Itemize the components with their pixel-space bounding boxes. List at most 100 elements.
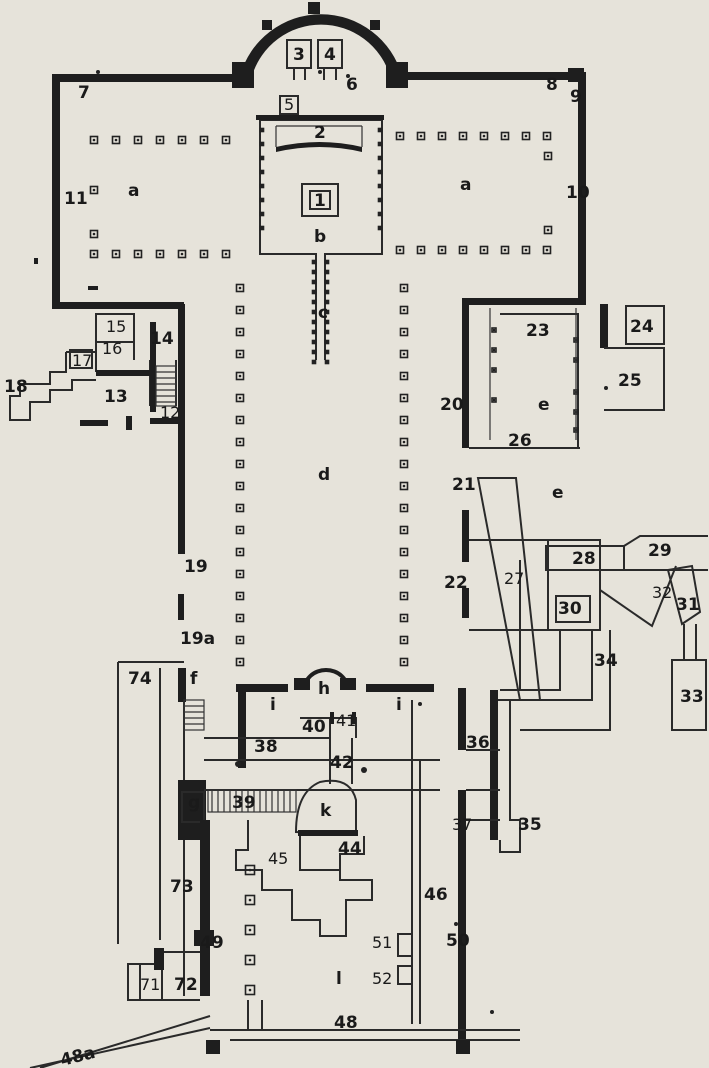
label-46: 46: [424, 885, 448, 905]
aisle-c-columns: [259, 127, 383, 365]
column-marker: [324, 319, 330, 325]
column-marker: [311, 349, 317, 355]
label-17: 17: [72, 351, 92, 370]
column-marker: [324, 299, 330, 305]
column-marker: [399, 393, 409, 403]
column-marker: [491, 397, 497, 403]
column-marker-dot: [224, 138, 228, 142]
label-8: 8: [546, 75, 558, 95]
column-marker: [437, 245, 447, 255]
column-marker-dot: [402, 396, 406, 400]
label-k: k: [320, 801, 332, 821]
passage-39: [207, 789, 297, 813]
column-marker-dot: [248, 868, 252, 872]
column-marker: [399, 569, 409, 579]
column-marker-dot: [325, 280, 329, 284]
column-marker: [111, 249, 121, 259]
column-marker-dot: [325, 350, 329, 354]
apse-chambers: [279, 39, 350, 115]
column-marker: [259, 211, 265, 217]
column-marker-dot: [158, 138, 162, 142]
label-52: 52: [372, 969, 392, 988]
column-marker-dot: [136, 252, 140, 256]
label-a-left: a: [128, 181, 139, 201]
label-a-right: a: [460, 175, 471, 195]
label-e-lower: e: [552, 483, 564, 503]
column-marker: [399, 349, 409, 359]
column-marker-dot: [238, 660, 242, 664]
label-20: 20: [440, 395, 464, 415]
label-48a: 48a: [58, 1043, 97, 1068]
column-marker-dot: [524, 134, 528, 138]
column-marker: [399, 525, 409, 535]
column-marker-dot: [312, 310, 316, 314]
column-marker-dot: [238, 286, 242, 290]
column-marker: [133, 249, 143, 259]
label-38: 38: [254, 737, 278, 757]
column-marker: [235, 459, 245, 469]
column-marker-dot: [238, 330, 242, 334]
column-marker-dot: [238, 638, 242, 642]
label-49: 49: [200, 933, 224, 953]
label-29: 29: [648, 541, 672, 561]
column-marker-dot: [325, 340, 329, 344]
column-marker-dot: [238, 616, 242, 620]
nave-walls: [9, 304, 185, 620]
column-marker-dot: [238, 462, 242, 466]
column-marker-dot: [260, 170, 264, 174]
label-16: 16: [102, 339, 122, 358]
label-31: 31: [676, 595, 700, 615]
column-marker-dot: [378, 226, 382, 230]
column-marker: [521, 131, 531, 141]
label-35: 35: [518, 815, 542, 835]
column-marker: [500, 245, 510, 255]
column-marker-dot: [136, 138, 140, 142]
column-marker: [235, 349, 245, 359]
label-9: 9: [570, 87, 582, 107]
column-marker-dot: [260, 128, 264, 132]
column-marker-dot: [546, 154, 550, 158]
column-marker: [491, 347, 497, 353]
label-19a: 19a: [180, 629, 215, 649]
column-marker-dot: [238, 528, 242, 532]
plan-labels: a a b c d e e f g h i i k l 1 2 3 4 5 6 …: [4, 45, 704, 1068]
label-h: h: [318, 679, 330, 699]
column-marker-dot: [248, 958, 252, 962]
label-39: 39: [232, 793, 256, 813]
label-33: 33: [680, 687, 704, 707]
column-marker-dot: [524, 248, 528, 252]
column-marker: [399, 547, 409, 557]
column-marker: [311, 279, 317, 285]
column-marker: [311, 259, 317, 265]
column-marker-dot: [260, 142, 264, 146]
column-marker: [377, 141, 383, 147]
column-marker-dot: [545, 248, 549, 252]
label-19: 19: [184, 557, 208, 577]
label-36: 36: [466, 733, 490, 753]
column-marker-dot: [402, 638, 406, 642]
column-marker-dot: [461, 248, 465, 252]
column-marker: [259, 225, 265, 231]
column-marker-dot: [238, 396, 242, 400]
column-marker-dot: [238, 550, 242, 554]
column-marker-dot: [402, 616, 406, 620]
column-marker: [324, 269, 330, 275]
column-marker-dot: [202, 252, 206, 256]
label-74: 74: [128, 669, 152, 689]
column-marker: [155, 249, 165, 259]
column-marker-dot: [238, 374, 242, 378]
column-marker: [324, 349, 330, 355]
column-marker: [244, 864, 256, 876]
column-marker: [324, 329, 330, 335]
label-7: 7: [78, 83, 90, 103]
column-marker: [235, 635, 245, 645]
column-marker: [542, 245, 552, 255]
column-marker-dot: [92, 252, 96, 256]
column-marker-dot: [260, 212, 264, 216]
column-marker-dot: [546, 228, 550, 232]
label-25: 25: [618, 371, 642, 391]
column-marker-dot: [224, 252, 228, 256]
column-marker: [399, 459, 409, 469]
column-marker: [491, 367, 497, 373]
column-marker-dot: [402, 506, 406, 510]
